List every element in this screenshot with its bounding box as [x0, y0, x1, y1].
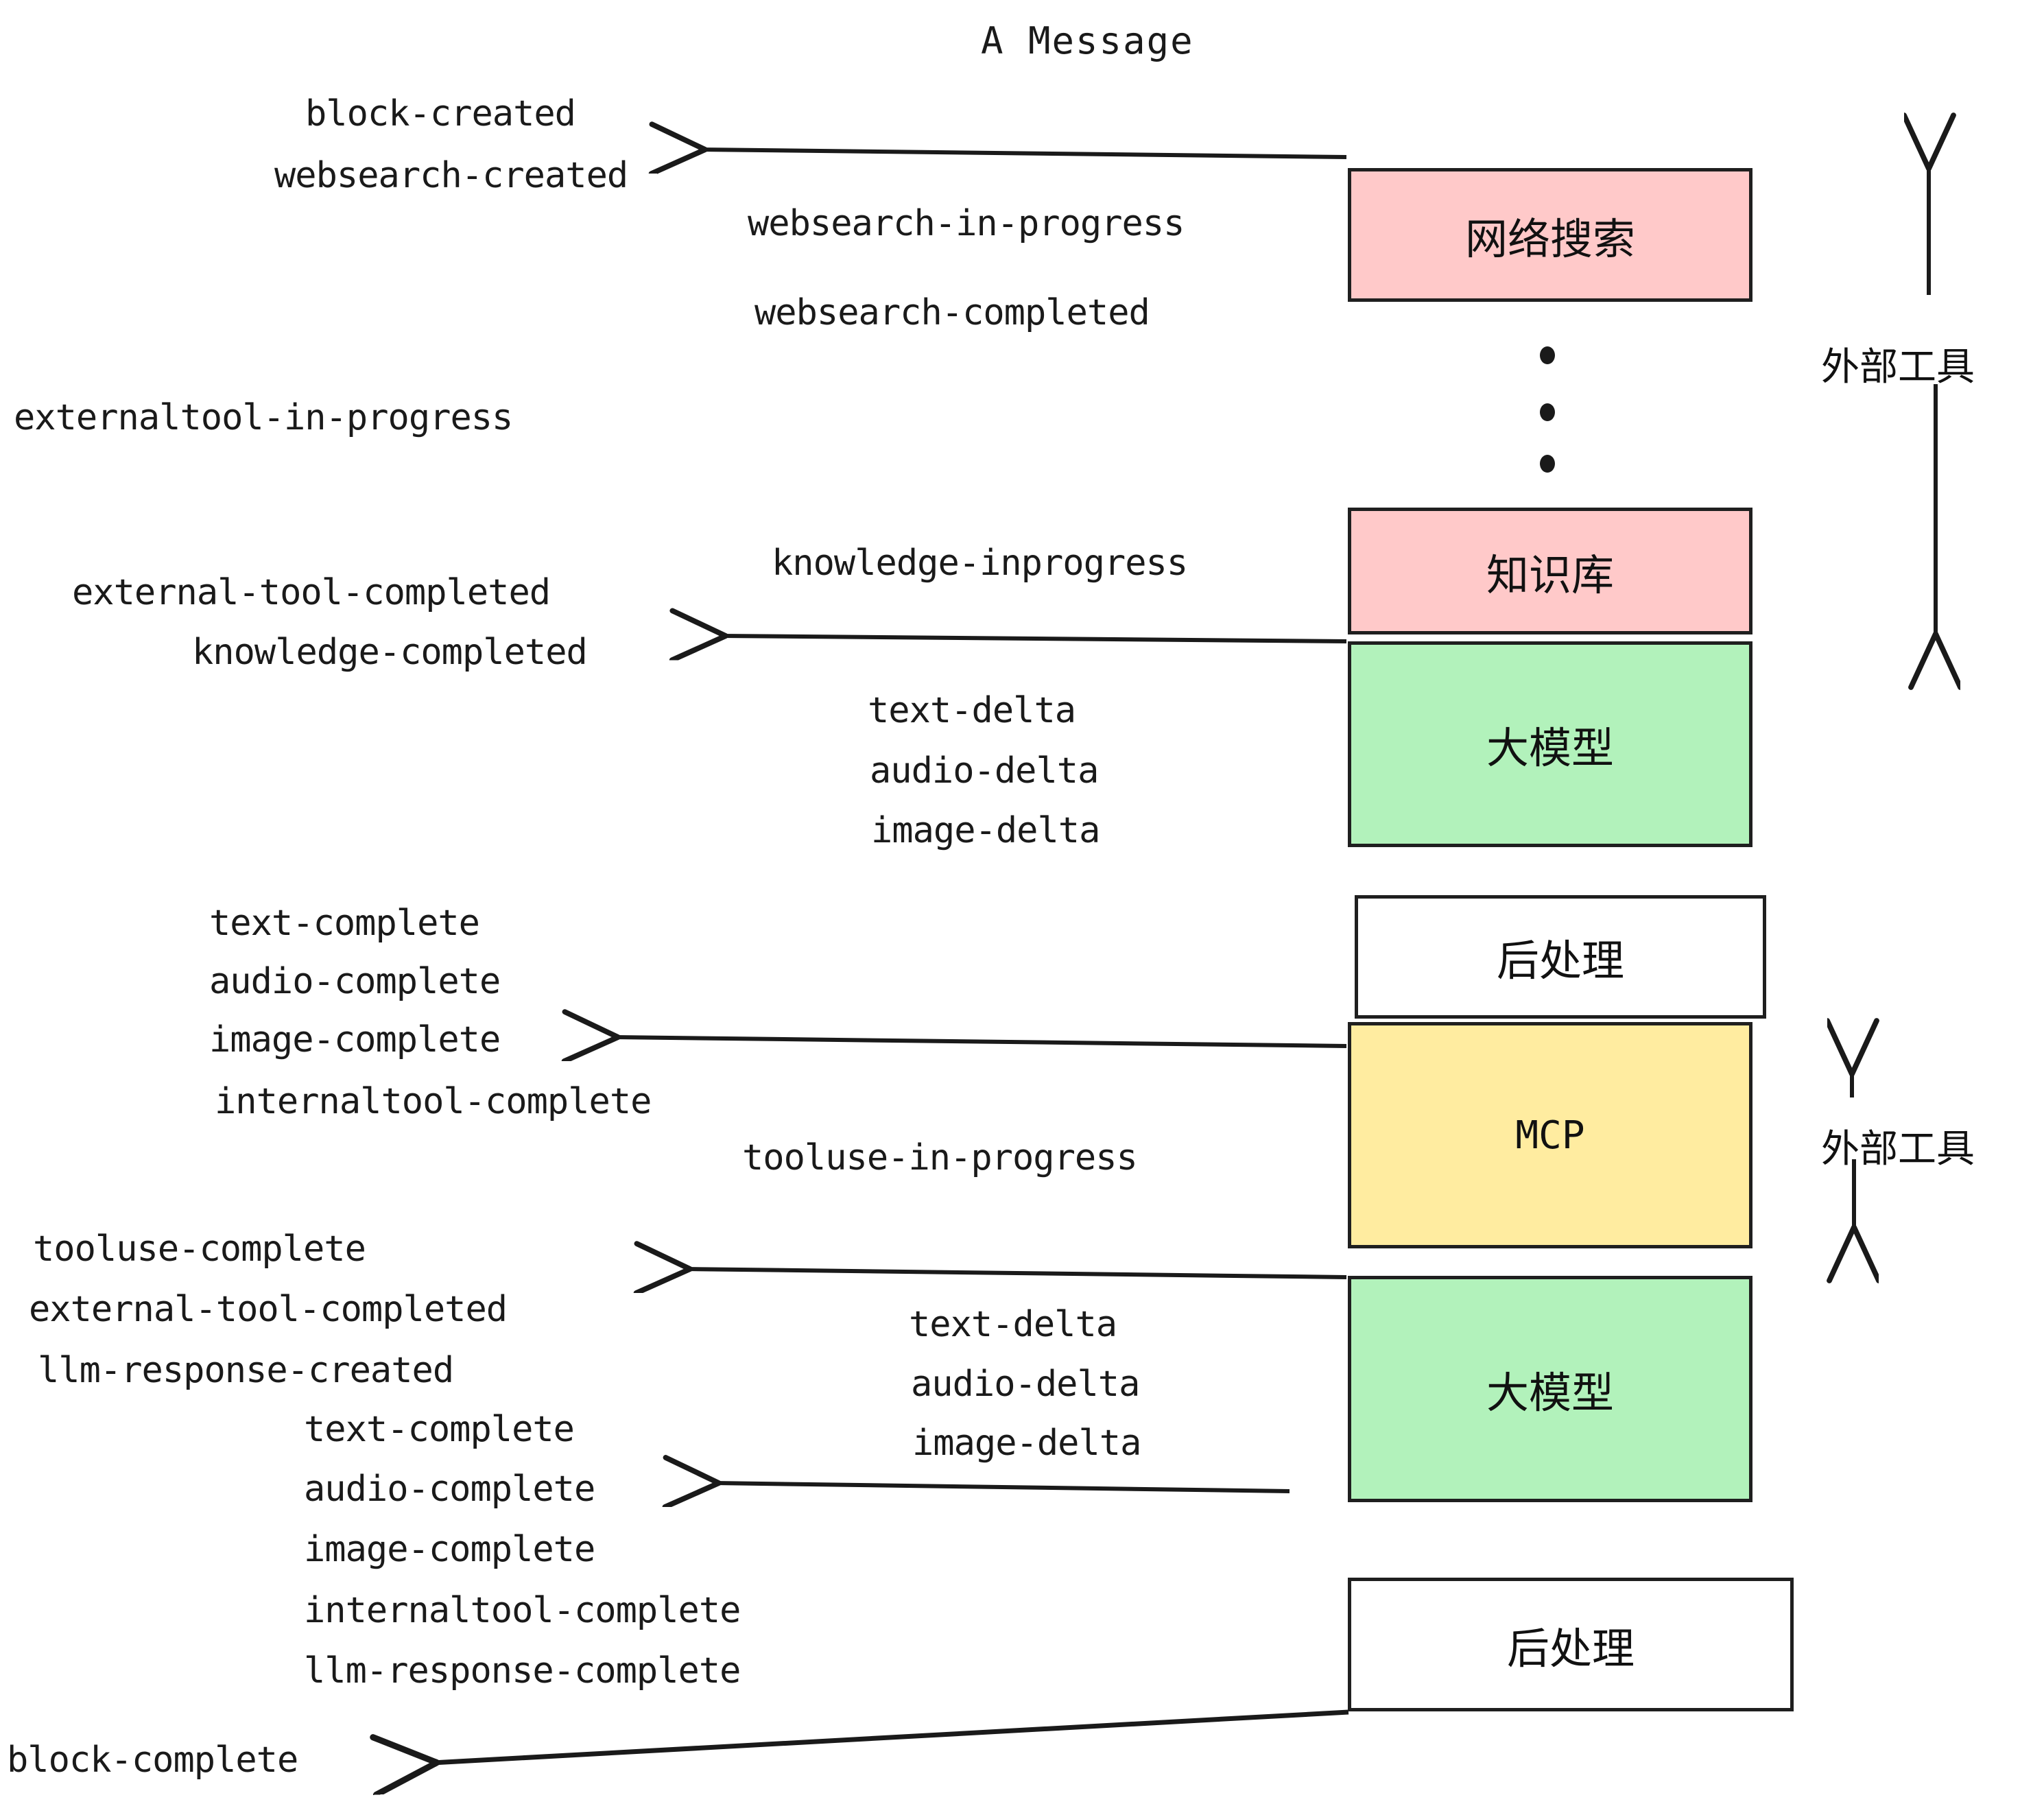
ellipsis-dot — [1540, 455, 1555, 473]
node-postprocess-1-label: 后处理 — [1496, 936, 1624, 986]
event-knowledge-completed: knowledge-completed — [192, 632, 588, 673]
arrow-mcp-to-tooluse — [686, 1269, 1347, 1277]
event-externaltool-in-progress: externaltool-in-progress — [14, 397, 513, 438]
event-internaltool-complete-1: internaltool-complete — [215, 1081, 652, 1122]
event-tooluse-complete: tooluse-complete — [33, 1229, 366, 1270]
event-llm-response-created: llm-response-created — [38, 1350, 454, 1391]
arrow-llm2-to-audiocomplete — [715, 1483, 1290, 1491]
event-audio-delta-2: audio-delta — [911, 1364, 1140, 1405]
event-image-delta-1: image-delta — [871, 810, 1100, 851]
node-websearch-label: 网络搜索 — [1464, 213, 1635, 264]
node-postprocess-1[interactable]: 后处理 — [1355, 895, 1766, 1019]
event-image-complete-1: image-complete — [209, 1019, 501, 1060]
node-mcp[interactable]: MCP — [1348, 1022, 1752, 1248]
event-external-tool-completed-2: external-tool-completed — [29, 1289, 508, 1330]
event-text-complete-1: text-complete — [209, 903, 480, 944]
node-knowledge[interactable]: 知识库 — [1348, 508, 1752, 634]
ellipsis-dot — [1540, 403, 1555, 421]
event-image-complete-2: image-complete — [304, 1529, 595, 1570]
arrow-llm1-to-imagecomplete — [614, 1037, 1347, 1046]
node-knowledge-label: 知识库 — [1486, 549, 1614, 600]
node-websearch[interactable]: 网络搜索 — [1348, 168, 1752, 302]
event-block-complete: block-complete — [7, 1740, 298, 1781]
diagram-title: A Message — [981, 19, 1194, 62]
event-websearch-in-progress: websearch-in-progress — [748, 203, 1185, 244]
node-llm-2[interactable]: 大模型 — [1348, 1276, 1752, 1502]
event-tooluse-in-progress: tooluse-in-progress — [742, 1137, 1138, 1178]
event-audio-complete-1: audio-complete — [209, 961, 501, 1002]
event-knowledge-inprogress: knowledge-inprogress — [772, 543, 1188, 584]
node-llm-1[interactable]: 大模型 — [1348, 641, 1752, 847]
arrow-websearch-to-blockcreated — [701, 150, 1347, 157]
event-text-complete-2: text-complete — [304, 1409, 575, 1450]
event-websearch-created: websearch-created — [274, 155, 628, 196]
event-internaltool-complete-2: internaltool-complete — [304, 1590, 741, 1631]
arrow-postprocess-to-blockcomplete — [432, 1709, 1349, 1763]
node-mcp-label: MCP — [1515, 1113, 1585, 1158]
node-llm-1-label: 大模型 — [1486, 723, 1614, 773]
event-external-tool-completed-1: external-tool-completed — [72, 572, 551, 613]
event-block-created: block-created — [305, 93, 576, 134]
event-audio-complete-2: audio-complete — [304, 1469, 595, 1510]
external-tools-label-top: 外部工具 — [1821, 345, 1975, 390]
external-tools-label-bottom: 外部工具 — [1821, 1127, 1975, 1172]
event-websearch-completed: websearch-completed — [754, 292, 1150, 333]
node-postprocess-2-label: 后处理 — [1506, 1623, 1635, 1674]
arrow-knowledge-to-completed — [722, 636, 1347, 641]
event-llm-response-complete: llm-response-complete — [304, 1650, 741, 1692]
event-text-delta-2: text-delta — [909, 1304, 1117, 1345]
node-llm-2-label: 大模型 — [1486, 1368, 1614, 1418]
event-text-delta-1: text-delta — [868, 690, 1076, 731]
node-postprocess-2[interactable]: 后处理 — [1348, 1578, 1794, 1711]
event-audio-delta-1: audio-delta — [870, 750, 1099, 792]
ellipsis-dot — [1540, 346, 1555, 364]
event-image-delta-2: image-delta — [912, 1423, 1141, 1464]
